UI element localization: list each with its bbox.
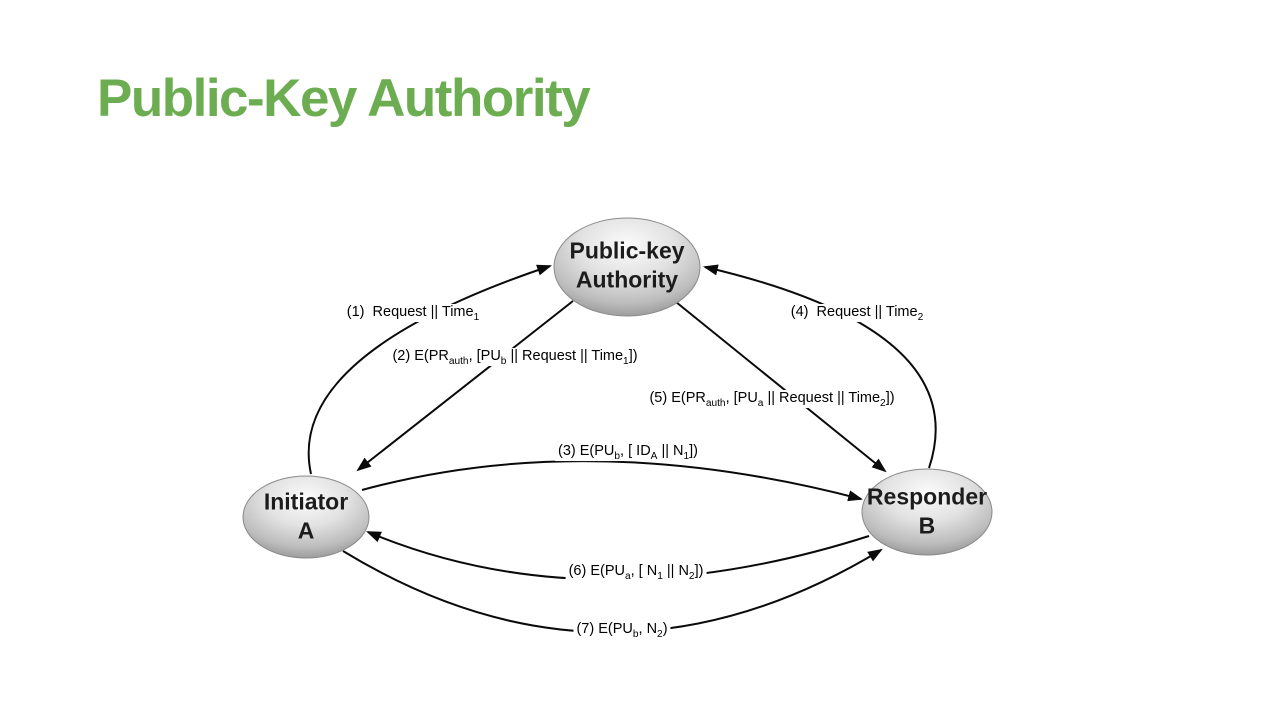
arrow-label-3: (3) E(PUb, [ IDA || N1]) (555, 443, 701, 461)
arrow-5-authority-to-responder (675, 301, 887, 473)
arrow-label-5: (5) E(PRauth, [PUa || Request || Time2]) (646, 390, 898, 408)
node-responder-line1: Responder (866, 483, 988, 510)
node-authority-line2: Authority (575, 267, 679, 293)
node-initiator-ellipse (242, 475, 370, 559)
node-responder-label: Responder B (867, 483, 987, 542)
arrow-label-1: (1) Request || Time1 (343, 304, 483, 322)
node-initiator-line2: A (297, 518, 315, 544)
arrow-label-2: (2) E(PRauth, [PUb || Request || Time1]) (389, 348, 641, 366)
node-authority-ellipse (553, 217, 701, 317)
arrow-label-7: (7) E(PUb, N2) (573, 621, 671, 639)
arrow-4-responder-to-authority (702, 264, 937, 469)
arrow-label-6: (6) E(PUa, [ N1 || N2]) (565, 563, 707, 581)
node-initiator-line1: Initiator (263, 488, 349, 515)
node-initiator-label: Initiator A (264, 488, 348, 547)
node-responder-ellipse (861, 468, 993, 556)
node-authority-label: Public-key Authority (569, 237, 684, 296)
slide-title: Public-Key Authority (97, 69, 591, 128)
arrow-2-authority-to-initiator (356, 300, 574, 472)
node-authority-line1: Public-key (569, 237, 685, 264)
arrow-label-4: (4) Request || Time2 (787, 304, 927, 322)
arrow-3-initiator-to-responder (361, 460, 864, 502)
node-responder-line2: B (918, 513, 936, 539)
arrow-1-initiator-to-authority (307, 264, 552, 475)
